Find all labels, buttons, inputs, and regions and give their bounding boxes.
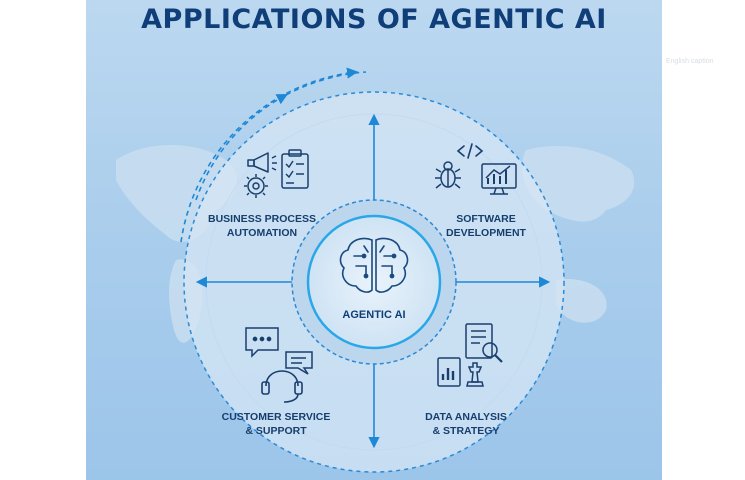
page-title: APPLICATIONS OF AGENTIC AI bbox=[141, 4, 607, 35]
center-circle bbox=[306, 214, 442, 350]
quadrant-4-label-line2: & STRATEGY bbox=[433, 425, 500, 437]
quadrant-3-label-line1: CUSTOMER SERVICE bbox=[222, 411, 331, 423]
code-brackets-icon bbox=[456, 143, 484, 159]
quadrant-2-label-line1: SOFTWARE bbox=[456, 213, 516, 225]
gear-icon bbox=[244, 174, 268, 198]
report-magnifier-icon bbox=[465, 323, 503, 363]
outer-dashed-ring bbox=[183, 91, 565, 473]
caption-label: English caption bbox=[666, 58, 714, 65]
clipboard-checklist-icon bbox=[281, 149, 309, 189]
orbit-arrow-outer bbox=[180, 67, 359, 243]
brain-circuit-icon bbox=[339, 237, 409, 293]
quadrant-4-label-line1: DATA ANALYSIS bbox=[425, 411, 507, 423]
chat-bubbles-icon bbox=[245, 327, 313, 375]
agentic-ai-diagram: AGENTIC AI BUSINESS PROCESS AUTOMATION S… bbox=[116, 67, 635, 473]
quadrant-1-label-line2: AUTOMATION bbox=[227, 227, 297, 239]
megaphone-icon bbox=[247, 152, 277, 173]
quadrant-3-label-line2: & SUPPORT bbox=[245, 425, 307, 437]
bug-icon bbox=[435, 161, 461, 189]
chess-piece-icon bbox=[466, 362, 484, 387]
monitor-chart-icon bbox=[481, 163, 517, 195]
bar-chart-doc-icon bbox=[437, 357, 461, 387]
headset-icon bbox=[261, 370, 303, 403]
quadrant-1-label-line1: BUSINESS PROCESS bbox=[208, 213, 316, 225]
center-label: AGENTIC AI bbox=[342, 309, 405, 321]
orbit-arrow-link bbox=[285, 71, 367, 96]
quadrant-2-label-line2: DEVELOPMENT bbox=[446, 227, 527, 239]
